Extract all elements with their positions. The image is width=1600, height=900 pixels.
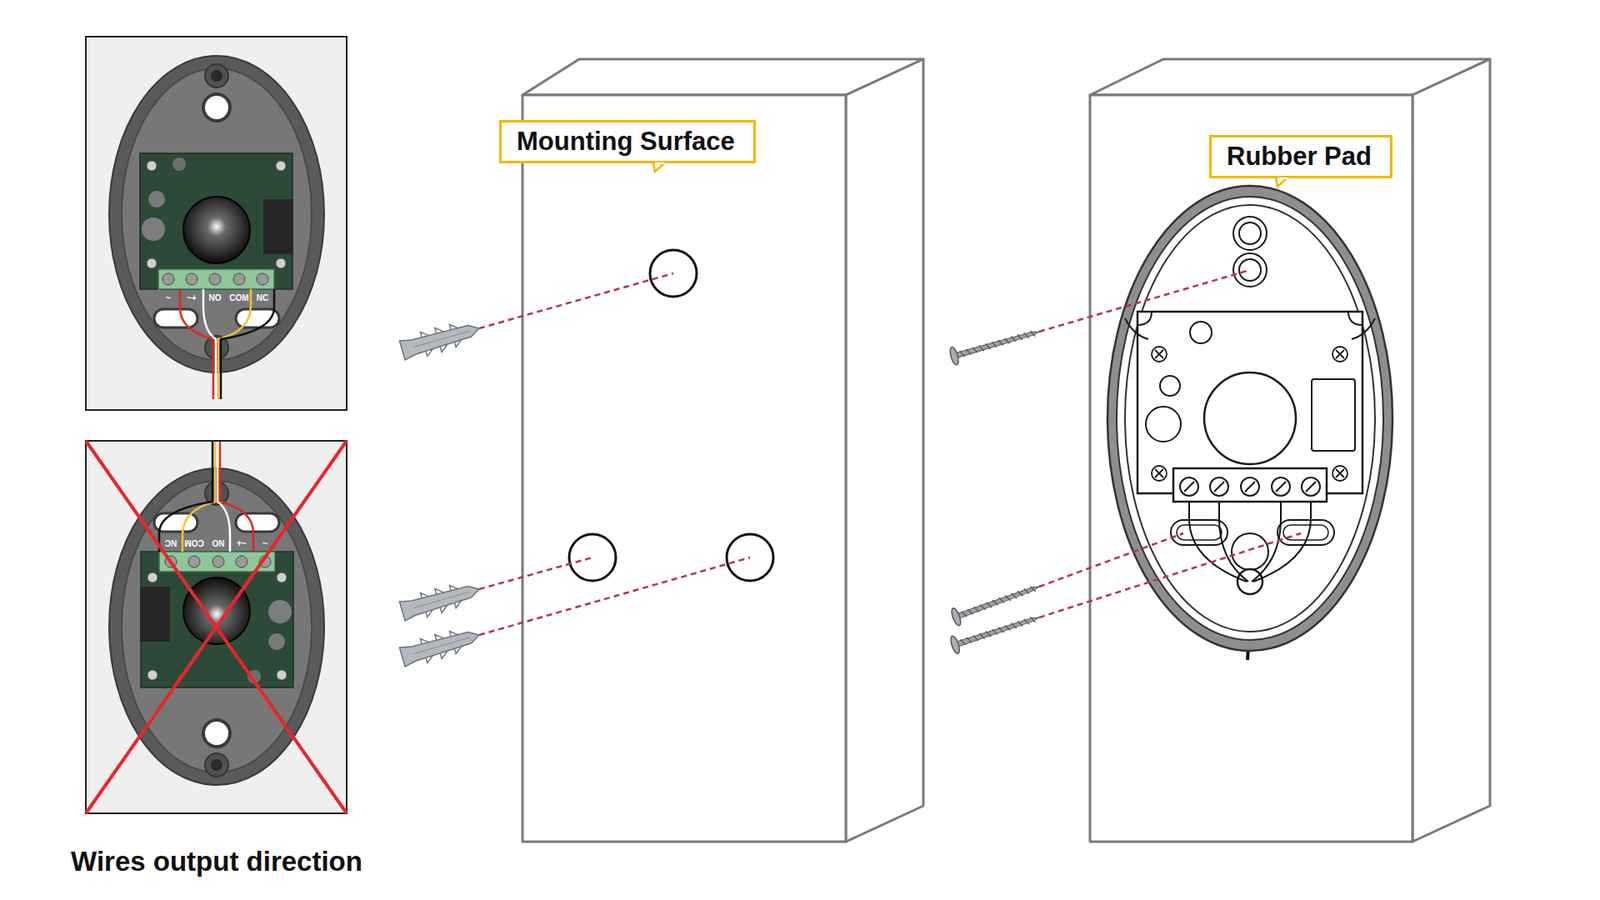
correct-frame	[85, 36, 347, 410]
guide-lines	[1039, 270, 1301, 618]
wall-plug	[399, 577, 484, 624]
guide-lines	[479, 273, 750, 635]
callout-text: Mounting Surface	[516, 125, 739, 157]
tail-cover	[655, 162, 665, 165]
terminal-label: ~+	[236, 538, 247, 547]
callout-text: Rubber Pad	[1226, 140, 1375, 172]
terminal-label: NC	[165, 538, 177, 547]
callout-box: Mounting Surface	[499, 120, 756, 164]
sensor-correct	[109, 55, 325, 400]
callout-box: Rubber Pad	[1209, 135, 1393, 179]
callout-tail	[1275, 177, 1293, 190]
drill-holes	[569, 250, 774, 581]
screw	[948, 322, 1042, 365]
terminal-label: NO	[212, 538, 225, 547]
figure-caption: Wires output direction	[70, 847, 363, 875]
terminal-label: NO	[209, 294, 222, 303]
terminal-label: ~	[165, 294, 171, 303]
tail-cover	[1277, 177, 1288, 180]
mounting-block	[522, 59, 924, 842]
screw	[949, 609, 1042, 655]
terminal-label: NC	[256, 294, 269, 303]
wall-plug	[399, 623, 484, 670]
callout-tail	[1275, 177, 1288, 187]
wrong-frame	[85, 440, 347, 814]
callout-tail	[653, 162, 670, 175]
terminal-label: COM	[229, 294, 249, 303]
mounting-block	[1090, 59, 1490, 842]
sensor-line-art	[1107, 185, 1393, 660]
terminal-label: COM	[184, 538, 204, 547]
wall-plug	[399, 316, 484, 363]
red-cross	[85, 440, 347, 814]
callout-tail	[653, 162, 665, 172]
red-cross	[85, 440, 347, 814]
terminal-label: ~+	[186, 294, 197, 303]
terminal-label: ~	[262, 538, 268, 547]
